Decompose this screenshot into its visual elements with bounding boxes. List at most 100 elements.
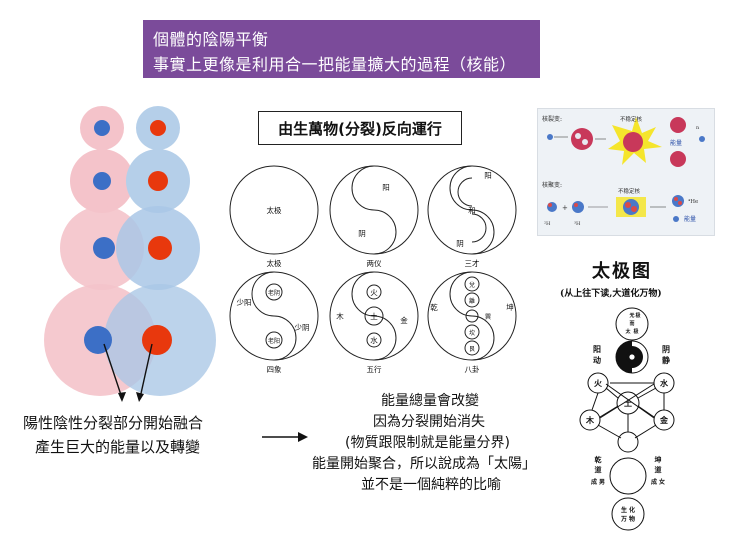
yang-1: 阳 (593, 344, 601, 354)
sancai-caption: 三才 (465, 258, 480, 268)
wuxing-metal: 金 (400, 315, 408, 325)
sixiang-shaoyin: 少阴 (295, 323, 310, 332)
energy-label-1: 能量 (670, 139, 682, 147)
arrow-line (139, 343, 153, 399)
wuxing-water: 水 (370, 335, 378, 345)
section-heading: 由生萬物(分裂)反向運行 (258, 111, 462, 145)
liangyi-caption: 两仪 (367, 259, 382, 268)
sixiang-caption: 四象 (267, 364, 282, 374)
energy-note-line-1: 能量總量會改變 (381, 393, 479, 409)
wuxing-caption: 五行 (367, 364, 382, 374)
liangyi-yang: 阳 (382, 183, 390, 192)
arrow-head (136, 392, 144, 402)
arrow-line (103, 343, 123, 399)
kun-3: 成 (651, 478, 657, 486)
wuxing-earth: 土 (370, 311, 378, 321)
neutron-label: n (696, 125, 700, 131)
bagua-gen: 艮 (469, 346, 475, 353)
he-label: ⁴He (688, 198, 698, 205)
fission-label: 核裂变: (542, 115, 562, 123)
blue-core (93, 237, 115, 259)
unstable-nucleus (623, 132, 643, 152)
wuxing-fire: 火 (370, 288, 378, 297)
red-core (148, 171, 168, 191)
fusion-halo-diagram (44, 106, 216, 402)
qian-1: 乾 (595, 455, 602, 464)
sancai-yang: 阳 (484, 171, 492, 180)
energy-note-line-5: 並不是一個純粹的比喻 (361, 477, 501, 493)
bagua-dui: 兌 (469, 281, 475, 289)
yinyang-curve (351, 165, 397, 255)
fusion-caption-line-1: 陽性陰性分裂部分開始融合 (23, 414, 204, 432)
kun-1: 坤 (655, 455, 662, 464)
sancai-yin: 阴 (456, 239, 464, 248)
arrow-head (118, 392, 126, 402)
red-core (148, 236, 172, 260)
metal-label: 金 (659, 415, 669, 425)
energy-note-line-2: 因為分裂開始消失 (373, 414, 485, 430)
bagua-li: 離 (469, 297, 475, 305)
fire-label: 火 (594, 378, 603, 388)
yin-1: 阴 (662, 344, 670, 354)
helium-icon (672, 195, 684, 207)
yin-2: 静 (662, 355, 670, 365)
sancai-he: 和 (468, 206, 476, 215)
sixiang-laoyin: 老阴 (268, 289, 280, 297)
kun-4: 女 (659, 478, 665, 486)
small-circle (617, 431, 639, 453)
qian-3: 成 (591, 478, 597, 486)
wuji-circle (615, 307, 649, 341)
sixiang-shaoyang: 少阳 (237, 298, 252, 307)
bottom-4: 物 (629, 515, 635, 523)
neutron-icon (547, 134, 553, 140)
fusion-label: 核聚变: (542, 181, 562, 189)
liangyi-yin: 阴 (358, 229, 366, 238)
unstable-label-1: 不稳定核 (620, 115, 643, 123)
wuji-4: 太 (624, 328, 631, 335)
wood-circle (579, 409, 601, 431)
energy-note-line-4: 能量開始聚合，所以說成為「太陽」 (312, 456, 536, 472)
wuji-1: 无 (628, 312, 634, 319)
wood-label: 木 (585, 415, 595, 425)
taiji-inner-label: 太极 (267, 205, 282, 215)
earth-label: 土 (624, 398, 632, 408)
yang-2: 动 (593, 355, 601, 365)
energy-label-2: 能量 (684, 215, 696, 223)
wuji-3: 而 (629, 320, 634, 327)
deuterium-icon (547, 202, 557, 212)
bagua-caption: 八卦 (465, 364, 480, 374)
title-banner: 個體的陰陽平衡 事實上更像是利用合一把能量擴大的過程（核能） (143, 20, 540, 78)
right-arrow (262, 432, 308, 442)
taiji-caption: 太极 (267, 258, 282, 268)
taiji-chart-subtitle: (从上往下读,大道化万物) (560, 289, 662, 299)
bottom-2: 化 (629, 506, 635, 514)
kun-2: 道 (655, 465, 662, 474)
tritium-icon (572, 201, 584, 213)
h2-label: ²H (544, 221, 551, 227)
red-core (142, 325, 172, 355)
sixiang-laoyang: 老阳 (268, 337, 280, 345)
wuxing-wood: 木 (336, 311, 344, 321)
nucleus-icon (571, 128, 593, 150)
taiji-chart: 无 极 而 太 极 阳 动 阴 静 火 水 土 木 金 乾 道 成 男 坤 道 … (579, 307, 675, 531)
wuji-5: 极 (633, 328, 638, 335)
qian-4: 男 (599, 478, 605, 486)
bottom-circle (611, 497, 645, 531)
nuclear-svg: 核裂变: 不稳定核 能量 n 核聚变: + ²H ³H 不稳定核 ⁴He 能量 (542, 115, 705, 227)
red-core (150, 120, 166, 136)
unstable-label-2: 不稳定核 (618, 187, 641, 195)
cosmology-circles: 太极 太极 阳 阴 两仪 阳 和 阴 三才 少阳 老阴 少阴 老阳 四象 火 木… (229, 165, 517, 374)
blue-core (84, 326, 112, 354)
taiji-chart-title: 太极图 (592, 261, 652, 282)
water-label: 水 (659, 378, 669, 388)
h3-label: ³H (574, 221, 581, 227)
bagua-kan: 坎 (469, 329, 475, 337)
blue-core (94, 120, 110, 136)
bagua-qian: 乾 (430, 302, 438, 312)
fusion-caption-line-2: 產生巨大的能量以及轉變 (35, 438, 201, 456)
bagua-xun: 巽 (485, 314, 491, 321)
fragment-icon (670, 117, 686, 133)
banner-line-2: 事實上更像是利用合一把能量擴大的過程（核能） (153, 55, 517, 74)
blue-core (93, 172, 111, 190)
bagua-kun: 坤 (506, 302, 514, 312)
